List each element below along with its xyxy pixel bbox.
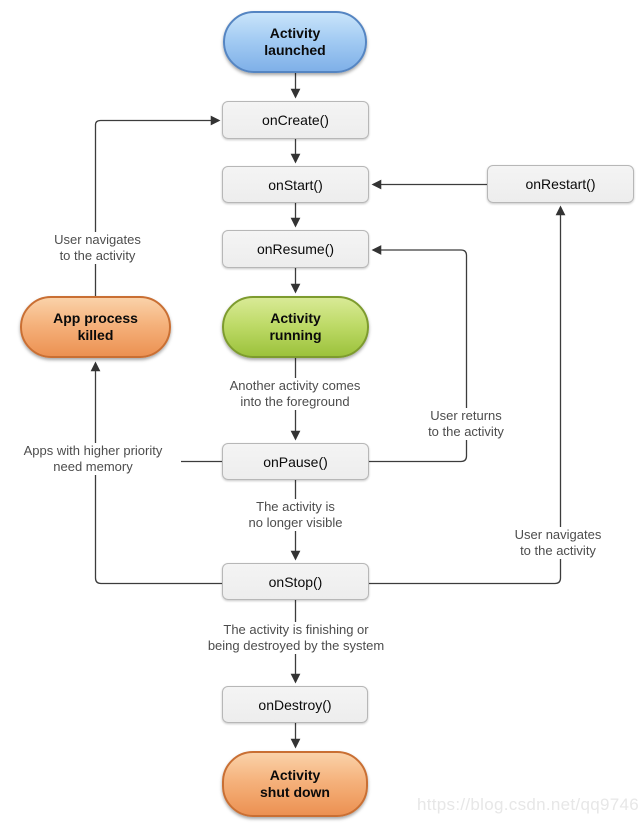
arrow-killed-to-oncreate bbox=[94, 115, 221, 296]
arrow-onstop-to-onrestart bbox=[369, 205, 566, 585]
node-onrestart: onRestart() bbox=[487, 165, 634, 203]
watermark-url: https://blog.csdn.net/qq9746 bbox=[416, 795, 639, 814]
node-onstart: onStart() bbox=[222, 166, 369, 203]
annotation-no-longer-visible: The activity is no longer visible bbox=[228, 499, 363, 531]
node-activity-launched: Activity launched bbox=[223, 11, 367, 73]
node-activity-shut-down: Activity shut down bbox=[222, 751, 368, 817]
annotation-user-returns: User returns to the activity bbox=[406, 408, 526, 440]
node-activity-running: Activity running bbox=[222, 296, 369, 358]
node-oncreate: onCreate() bbox=[222, 101, 369, 139]
node-onresume: onResume() bbox=[222, 230, 369, 268]
annotation-user-navigates-right: User navigates to the activity bbox=[498, 527, 618, 559]
arrow-onstop-to-killed bbox=[90, 361, 222, 585]
node-ondestroy: onDestroy() bbox=[222, 686, 368, 723]
node-app-process-killed: App process killed bbox=[20, 296, 171, 358]
annotation-user-navigates-left: User navigates to the activity bbox=[35, 232, 160, 264]
annotation-apps-higher-priority: Apps with higher priority need memory bbox=[5, 443, 181, 475]
node-onstop: onStop() bbox=[222, 563, 369, 600]
node-onpause: onPause() bbox=[222, 443, 369, 480]
arrow-onpause-to-onresume bbox=[369, 245, 468, 463]
annotation-another-activity-foreground: Another activity comes into the foregrou… bbox=[210, 378, 380, 410]
annotation-activity-finishing: The activity is finishing or being destr… bbox=[186, 622, 406, 654]
